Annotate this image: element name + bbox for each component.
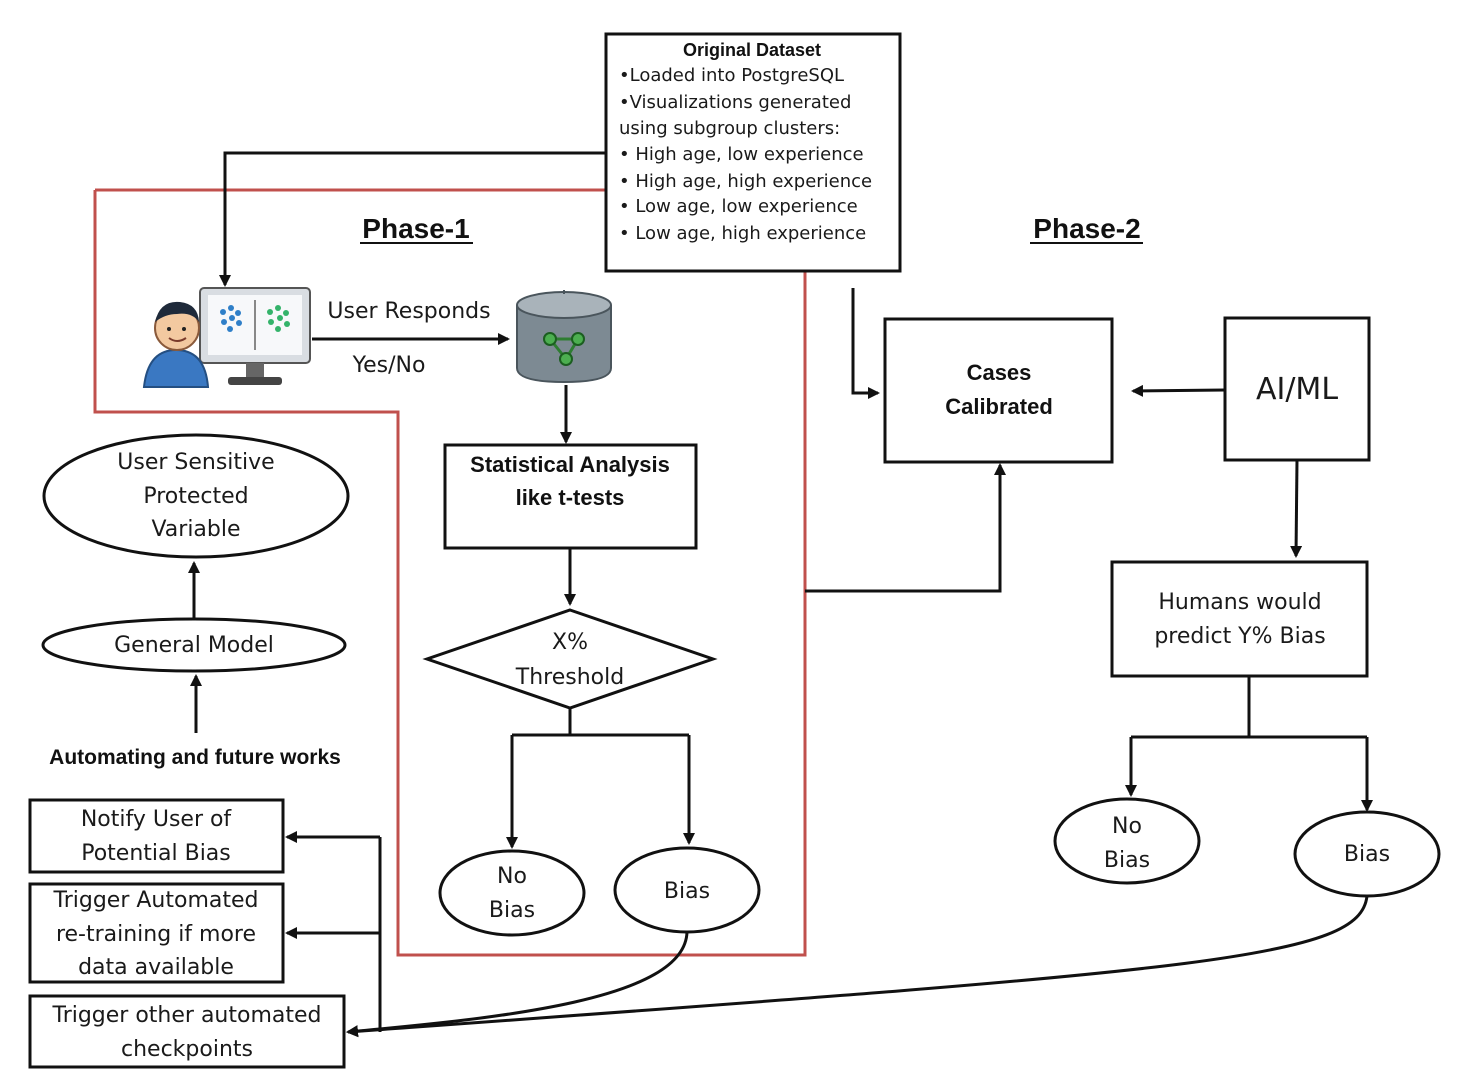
phase2-no-bias-line: No <box>1112 814 1142 839</box>
general-model-node: General Model <box>41 617 347 673</box>
trigger-retraining-box: Trigger Automated re-training if more da… <box>28 882 285 984</box>
phase2-no-bias-line: Bias <box>1104 848 1150 873</box>
trigger-other-line: Trigger other automated <box>51 1003 321 1028</box>
trigger-retraining-line: data available <box>78 955 234 980</box>
phase1-title: Phase-1 <box>362 213 469 244</box>
phase2-bias-label: Bias <box>1344 842 1390 867</box>
phase1-to-cases-arrow <box>805 463 1006 593</box>
ai-ml-box: AI/ML <box>1223 316 1371 462</box>
phase1-bias-label: Bias <box>664 879 710 904</box>
dataset-line: •Visualizations generated <box>619 92 851 113</box>
phase1-boundary <box>93 188 807 957</box>
phase2-bias-to-actions-curve <box>346 895 1369 1038</box>
notify-user-box: Notify User of Potential Bias <box>28 798 285 874</box>
automating-label: Automating and future works <box>49 746 341 769</box>
threshold-diamond: X% Threshold <box>422 608 718 710</box>
general-model-label: General Model <box>114 633 274 658</box>
phase2-no-bias-node: No Bias <box>1053 797 1201 885</box>
person-body <box>142 348 210 388</box>
phase2-bias-node: Bias <box>1293 810 1441 898</box>
dataset-to-cases-arrow <box>851 288 880 399</box>
trigger-other-box: Trigger other automated checkpoints <box>28 994 346 1069</box>
dataset-line: • High age, low experience <box>619 144 864 165</box>
phase1-no-bias-line: Bias <box>489 898 535 923</box>
user-computer-icon <box>142 287 311 388</box>
original-dataset-title: Original Dataset <box>683 40 821 60</box>
phase2-title: Phase-2 <box>1033 213 1140 244</box>
phase1-no-bias-node: No Bias <box>438 849 586 937</box>
humans-predict-line: Humans would <box>1158 590 1321 615</box>
ai-ml-label: AI/ML <box>1256 372 1338 407</box>
dataset-line: • High age, high experience <box>619 171 872 192</box>
threshold-branch-connector <box>512 708 689 737</box>
user-responds-label: User Responds <box>327 299 490 324</box>
cases-calibrated-box: Cases Calibrated <box>883 317 1114 464</box>
cases-calibrated-line: Calibrated <box>945 394 1053 419</box>
humans-branch-connector <box>1131 676 1367 739</box>
dataset-line: • Low age, low experience <box>619 196 858 217</box>
dataset-line: • Low age, high experience <box>619 223 866 244</box>
statistical-analysis-box: Statistical Analysis like t-tests <box>443 443 698 550</box>
humans-predict-line: predict Y% Bias <box>1154 624 1325 649</box>
statistical-analysis-line: like t-tests <box>516 485 625 510</box>
trigger-retraining-line: re-training if more <box>56 922 256 947</box>
user-sensitive-line: User Sensitive <box>117 450 274 475</box>
dataset-line: •Loaded into PostgreSQL <box>619 65 844 86</box>
dataset-to-user-arrow <box>219 151 606 287</box>
threshold-line: Threshold <box>515 665 624 690</box>
trigger-other-line: checkpoints <box>121 1037 253 1062</box>
cases-calibrated-line: Cases <box>967 360 1032 385</box>
user-sensitive-line: Protected <box>143 484 248 509</box>
user-sensitive-line: Variable <box>151 517 240 542</box>
threshold-line: X% <box>552 630 588 655</box>
ai-ml-to-humans-arrow <box>1290 459 1303 558</box>
user-sensitive-node: User Sensitive Protected Variable <box>42 433 350 559</box>
humans-predict-box: Humans would predict Y% Bias <box>1110 560 1369 678</box>
database-icon <box>516 290 612 384</box>
notify-user-line: Potential Bias <box>81 841 231 866</box>
yes-no-label: Yes/No <box>352 353 426 378</box>
phase1-no-bias-line: No <box>497 864 527 889</box>
dataset-line: using subgroup clusters: <box>619 118 840 139</box>
notify-user-line: Notify User of <box>81 807 233 832</box>
trigger-retraining-line: Trigger Automated <box>53 888 259 913</box>
ai-ml-to-cases-arrow <box>1131 384 1226 397</box>
statistical-analysis-line: Statistical Analysis <box>470 452 670 477</box>
phase1-bias-node: Bias <box>613 846 761 934</box>
original-dataset-box: Original Dataset •Loaded into PostgreSQL… <box>604 32 902 273</box>
